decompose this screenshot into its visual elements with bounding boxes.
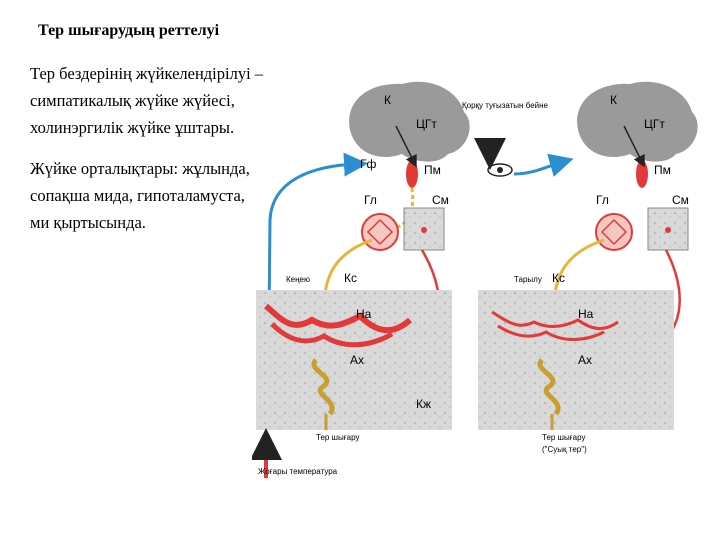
- label-gl-left: Гл: [364, 193, 377, 207]
- label-cgt-right: ЦГт: [644, 117, 665, 131]
- right-panel: К ЦГт Пм Гл См Тарылу Кс На Ах Тер шығар…: [478, 81, 698, 454]
- label-sm-left: См: [432, 193, 449, 207]
- label-kzh: Кж: [416, 397, 431, 411]
- left-panel: К ЦГт Гф Пм Гл См Кеңею Кс На Ах Тер шығ…: [252, 81, 470, 478]
- label-fear: Қорқу туғызатын бейне: [462, 101, 549, 110]
- label-na-right: На: [578, 307, 594, 321]
- label-k-left: К: [384, 93, 391, 107]
- paragraph-innervation: Тер бездерінің жүйкелендірілуі – симпати…: [30, 64, 264, 137]
- label-na-left: На: [356, 307, 372, 321]
- hypothalamus-arrow-right: [623, 125, 645, 168]
- gland-left: [311, 358, 335, 416]
- ganglion-diamond-right: [600, 218, 628, 246]
- label-tarylu: Тарылу: [514, 275, 542, 284]
- label-pm-right: Пм: [654, 163, 671, 177]
- label-ks-left: Кс: [344, 271, 357, 285]
- brain-right: [577, 81, 698, 162]
- eye-icon: [487, 163, 513, 177]
- label-cgt-left: ЦГт: [416, 117, 437, 131]
- label-ax-left: Ах: [350, 353, 364, 367]
- afferent-blue-left: [266, 152, 368, 421]
- label-gf: Гф: [360, 157, 376, 171]
- sympathetic-nerve-left: [381, 187, 415, 232]
- caption-right-1: Тер шығару: [542, 433, 585, 442]
- skin-right: [478, 290, 674, 430]
- skin-left: [256, 290, 452, 430]
- hypothalamus-arrow-left: [395, 125, 417, 168]
- page-title: Тер шығарудың реттелуі: [38, 22, 220, 39]
- caption-right-2: ("Суық тер"): [542, 445, 587, 454]
- afferent-blue-right: [513, 153, 574, 177]
- paragraph-centers: Жүйке орталықтары: жұлында, сопақша мида…: [30, 159, 250, 232]
- brain-left: [349, 81, 470, 162]
- vessels-left: [264, 303, 412, 333]
- ganglion-right: [595, 213, 633, 251]
- label-kengeyu: Кеңею: [286, 275, 310, 284]
- label-high-temp: Жоғары температура: [258, 467, 338, 476]
- label-pm-left: Пм: [424, 163, 441, 177]
- label-ax-right: Ах: [578, 353, 592, 367]
- label-k-right: К: [610, 93, 617, 107]
- sweat-regulation-diagram: К ЦГт Гф Пм Гл См Кеңею Кс На Ах Тер шығ…: [252, 81, 698, 478]
- gland-right: [537, 358, 561, 416]
- ganglion-diamond-left: [366, 218, 394, 246]
- vessels-right: [491, 310, 619, 330]
- label-gl-right: Гл: [596, 193, 609, 207]
- pituitary-left: [406, 160, 418, 188]
- body-text: Тер бездерінің жүйкелендірілуі – симпати…: [30, 60, 268, 250]
- label-ks-right: Кс: [552, 271, 565, 285]
- pituitary-right: [636, 160, 648, 188]
- label-sm-right: См: [672, 193, 689, 207]
- caption-left: Тер шығару: [316, 433, 359, 442]
